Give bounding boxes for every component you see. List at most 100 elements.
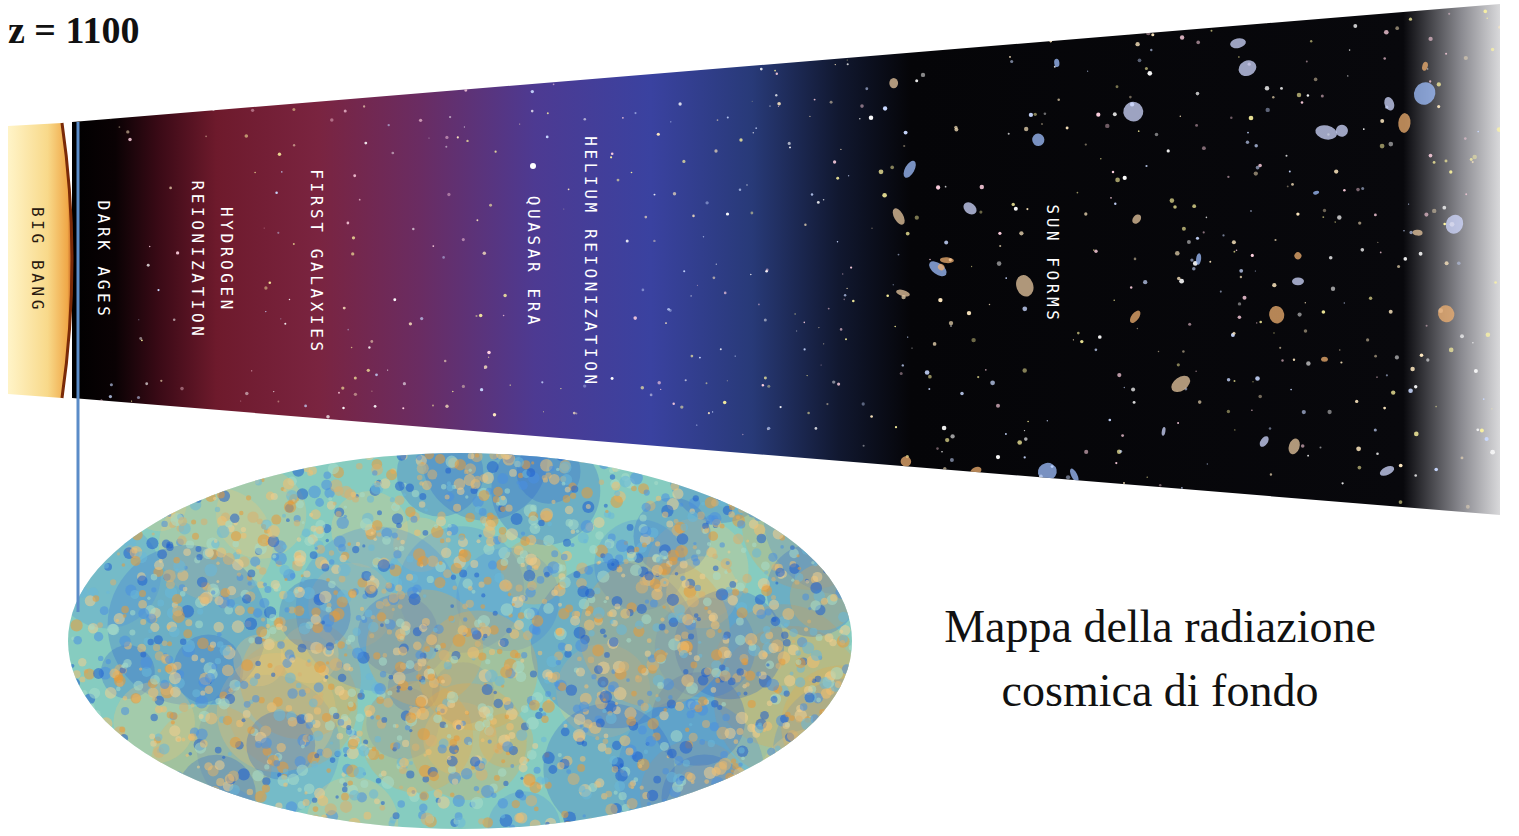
- star: [996, 404, 1000, 408]
- star: [210, 89, 213, 92]
- star: [1146, 506, 1149, 509]
- cmb-spot: [307, 818, 319, 830]
- star: [602, 55, 604, 57]
- cmb-spot: [815, 480, 819, 484]
- star: [1266, 108, 1270, 112]
- star: [1366, 338, 1369, 341]
- cmb-spot: [736, 712, 748, 724]
- cmb-spot: [681, 631, 689, 639]
- star: [793, 475, 797, 479]
- star: [1491, 408, 1492, 409]
- star: [823, 343, 824, 344]
- cmb-spot: [80, 747, 92, 759]
- star: [1170, 198, 1175, 203]
- star: [1233, 251, 1235, 253]
- star: [1434, 468, 1438, 472]
- cmb-spot: [217, 491, 225, 499]
- star: [1334, 511, 1339, 516]
- star: [1131, 387, 1135, 391]
- star: [682, 160, 685, 163]
- star: [1051, 508, 1053, 510]
- star: [971, 338, 975, 342]
- cmb-blob: [790, 564, 857, 631]
- star: [1081, 486, 1086, 491]
- cmb-spot: [711, 700, 718, 707]
- star: [1428, 37, 1432, 41]
- star: [510, 384, 511, 385]
- star: [907, 19, 911, 23]
- star: [531, 90, 534, 93]
- cmb-spot: [104, 563, 112, 571]
- cmb-blob: [662, 754, 748, 836]
- star: [1207, 492, 1209, 494]
- galaxy: [1196, 253, 1202, 265]
- star: [755, 127, 757, 129]
- cmb-spot: [445, 468, 451, 474]
- star: [1249, 116, 1254, 121]
- star: [371, 423, 374, 426]
- cmb-spot: [505, 488, 511, 494]
- cmb-blob: [366, 590, 483, 707]
- star: [430, 448, 433, 451]
- cmb-spot: [555, 680, 567, 692]
- star: [1323, 209, 1326, 212]
- cmb-spot: [179, 467, 190, 478]
- star: [110, 118, 111, 119]
- star: [1476, 428, 1479, 431]
- star: [1247, 132, 1249, 134]
- star: [126, 130, 129, 133]
- star: [852, 300, 855, 303]
- star: [971, 266, 972, 267]
- cmb-spot: [167, 769, 170, 772]
- star: [1280, 87, 1283, 90]
- star: [1395, 26, 1399, 30]
- star: [1437, 82, 1441, 86]
- star: [351, 347, 353, 349]
- cmb-blob: [752, 746, 909, 836]
- star: [946, 481, 949, 484]
- cmb-spot: [792, 489, 805, 502]
- star: [778, 106, 779, 107]
- cmb-spot: [416, 695, 428, 707]
- star: [370, 340, 373, 343]
- cmb-spot: [452, 585, 457, 590]
- cmb-spot: [244, 808, 257, 821]
- cmb-spot: [356, 463, 363, 470]
- star: [287, 5, 290, 8]
- star: [1269, 427, 1272, 430]
- star: [766, 268, 769, 271]
- star: [475, 15, 477, 17]
- cmb-spot: [693, 542, 696, 545]
- star: [445, 146, 447, 148]
- cmb-spot: [604, 734, 609, 739]
- cmb-spot: [543, 535, 554, 546]
- cmb-spot: [74, 804, 85, 815]
- cmb-spot: [137, 644, 146, 653]
- star: [1498, 26, 1501, 29]
- cmb-spot: [447, 756, 458, 767]
- galaxy: [1443, 212, 1467, 237]
- star: [611, 377, 614, 380]
- star: [480, 388, 483, 391]
- star: [1466, 505, 1470, 509]
- star: [842, 273, 844, 275]
- star: [1236, 498, 1239, 501]
- cmb-spot: [594, 517, 605, 528]
- star: [657, 381, 660, 384]
- cmb-spot: [530, 670, 537, 677]
- star: [451, 0, 453, 2]
- cmb-spot: [361, 616, 365, 620]
- star: [350, 453, 352, 455]
- star: [847, 288, 848, 289]
- star: [991, 38, 995, 42]
- star: [1159, 484, 1162, 487]
- cmb-spot: [793, 788, 802, 797]
- star: [1340, 361, 1342, 363]
- star: [639, 462, 641, 464]
- cmb-spot: [94, 632, 103, 641]
- star: [678, 102, 681, 105]
- cmb-spot: [369, 633, 374, 638]
- star: [483, 251, 487, 255]
- star: [1358, 466, 1362, 470]
- cmb-spot: [162, 819, 166, 823]
